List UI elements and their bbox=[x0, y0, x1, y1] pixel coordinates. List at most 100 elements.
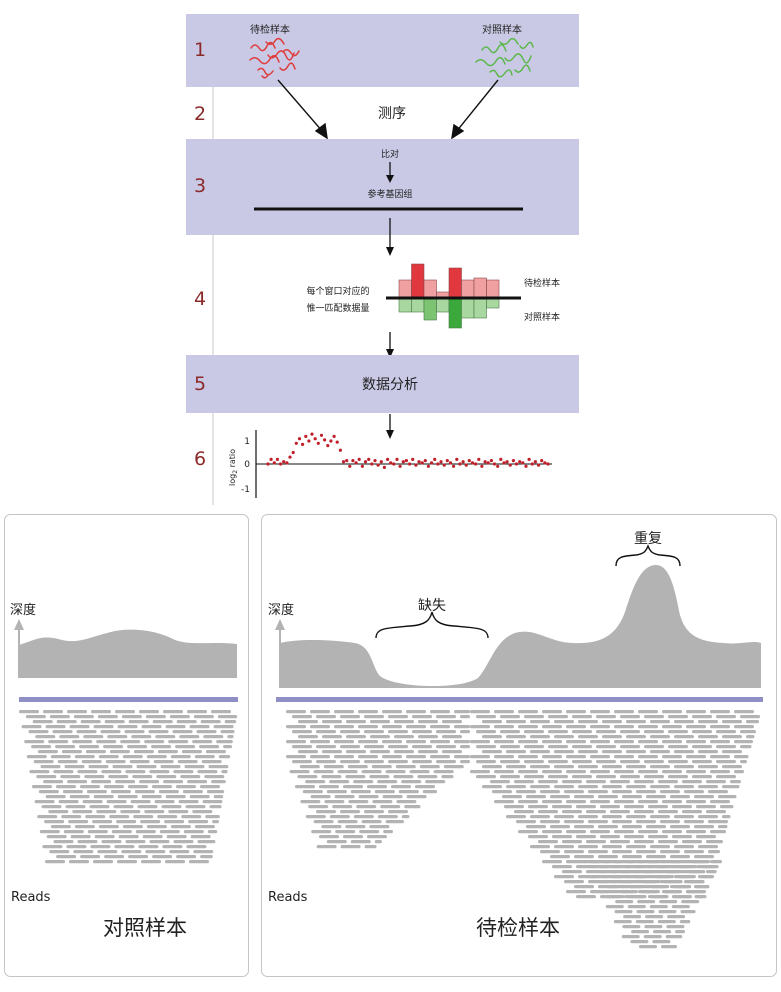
test-read bbox=[460, 715, 470, 719]
control-read bbox=[109, 750, 130, 754]
test-read bbox=[422, 790, 437, 794]
test-read bbox=[346, 720, 366, 724]
test-read bbox=[371, 765, 392, 769]
test-read bbox=[670, 855, 690, 859]
test-window-bar bbox=[423, 279, 437, 299]
test-read bbox=[698, 765, 718, 769]
test-read bbox=[524, 760, 544, 764]
control-read bbox=[193, 850, 214, 854]
test-read bbox=[706, 780, 726, 784]
control-read bbox=[162, 845, 183, 849]
test-read bbox=[586, 810, 606, 814]
scatter-point bbox=[452, 464, 456, 468]
control-read bbox=[89, 805, 110, 809]
test-read bbox=[554, 750, 574, 754]
test-read bbox=[656, 865, 675, 869]
test-read bbox=[722, 720, 742, 724]
control-read bbox=[117, 860, 137, 864]
test-read bbox=[710, 770, 730, 774]
scatter-point bbox=[496, 464, 500, 468]
test-read bbox=[686, 755, 706, 759]
test-read bbox=[596, 760, 616, 764]
test-read bbox=[538, 780, 558, 784]
test-read bbox=[430, 710, 450, 714]
control-read bbox=[122, 825, 143, 829]
test-read bbox=[590, 770, 610, 774]
control-read bbox=[168, 740, 189, 744]
test-read bbox=[340, 845, 361, 849]
test-read bbox=[388, 730, 408, 734]
control-read bbox=[128, 720, 149, 724]
control-read bbox=[44, 820, 65, 824]
scatter-point bbox=[379, 460, 383, 464]
control-read bbox=[114, 845, 135, 849]
control-read bbox=[145, 850, 166, 854]
control-read bbox=[21, 725, 42, 729]
control-read bbox=[183, 830, 204, 834]
control-read bbox=[61, 750, 82, 754]
scatter-point bbox=[527, 457, 531, 461]
test-read bbox=[598, 855, 618, 859]
test-read bbox=[530, 815, 550, 819]
control-read bbox=[197, 840, 216, 844]
test-read bbox=[322, 720, 342, 724]
test-read bbox=[619, 890, 638, 894]
control-read bbox=[117, 725, 138, 729]
test-read bbox=[620, 880, 639, 884]
test-read bbox=[671, 905, 690, 909]
control-read bbox=[208, 765, 229, 769]
test-read bbox=[340, 730, 360, 734]
test-read bbox=[323, 765, 344, 769]
test-read bbox=[359, 830, 380, 834]
test-read bbox=[298, 720, 318, 724]
test-read bbox=[734, 710, 754, 714]
test-read bbox=[518, 755, 538, 759]
control-read bbox=[69, 860, 89, 864]
test-sample-label: 待检样本 bbox=[250, 23, 290, 36]
control-read bbox=[218, 755, 231, 759]
test-read bbox=[710, 830, 726, 834]
test-read bbox=[622, 925, 641, 929]
test-read bbox=[289, 770, 310, 774]
control-read bbox=[173, 770, 194, 774]
test-read bbox=[626, 845, 646, 849]
test-read bbox=[621, 870, 640, 874]
ytick-0: 0 bbox=[244, 460, 250, 470]
control-read bbox=[146, 755, 167, 759]
test-read bbox=[710, 740, 730, 744]
test-read bbox=[548, 715, 568, 719]
test-read bbox=[708, 820, 728, 824]
test-read bbox=[657, 920, 676, 924]
control-read bbox=[165, 725, 186, 729]
test-read bbox=[665, 870, 684, 874]
control-read bbox=[73, 850, 94, 854]
test-read bbox=[401, 815, 410, 819]
test-read bbox=[686, 740, 706, 744]
control-read bbox=[176, 785, 196, 789]
control-read bbox=[77, 770, 98, 774]
test-read bbox=[329, 780, 350, 784]
test-read bbox=[442, 750, 462, 754]
control-read bbox=[192, 810, 213, 814]
control-read bbox=[200, 855, 213, 859]
test-read bbox=[412, 715, 432, 719]
test-read bbox=[716, 730, 736, 734]
test-read bbox=[372, 800, 393, 804]
scatter-point bbox=[546, 462, 550, 466]
arrow-3-to-4 bbox=[386, 218, 394, 256]
control-read bbox=[159, 830, 180, 834]
test-read bbox=[576, 835, 596, 839]
test-read bbox=[624, 835, 644, 839]
test-read bbox=[506, 720, 526, 724]
test-read bbox=[682, 840, 702, 844]
test-read bbox=[494, 725, 514, 729]
test-read bbox=[644, 760, 664, 764]
control-read bbox=[138, 845, 159, 849]
test-read bbox=[326, 840, 347, 844]
test-read bbox=[694, 825, 714, 829]
test-read bbox=[299, 765, 320, 769]
control-read bbox=[37, 750, 58, 754]
test-read bbox=[670, 860, 688, 864]
test-read bbox=[634, 865, 653, 869]
scatter-point bbox=[351, 459, 355, 463]
